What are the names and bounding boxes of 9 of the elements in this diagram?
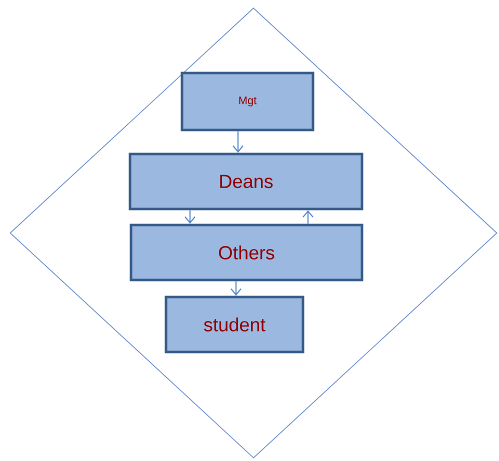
- diamond-frame: [10, 8, 498, 458]
- arrow: [302, 210, 314, 224]
- org-box: Mgt: [180, 72, 314, 132]
- arrow: [230, 281, 242, 296]
- org-box: Others: [130, 224, 364, 282]
- arrow: [184, 210, 196, 224]
- arrow: [232, 131, 244, 153]
- org-box: student: [164, 296, 304, 354]
- org-box: Deans: [128, 152, 364, 210]
